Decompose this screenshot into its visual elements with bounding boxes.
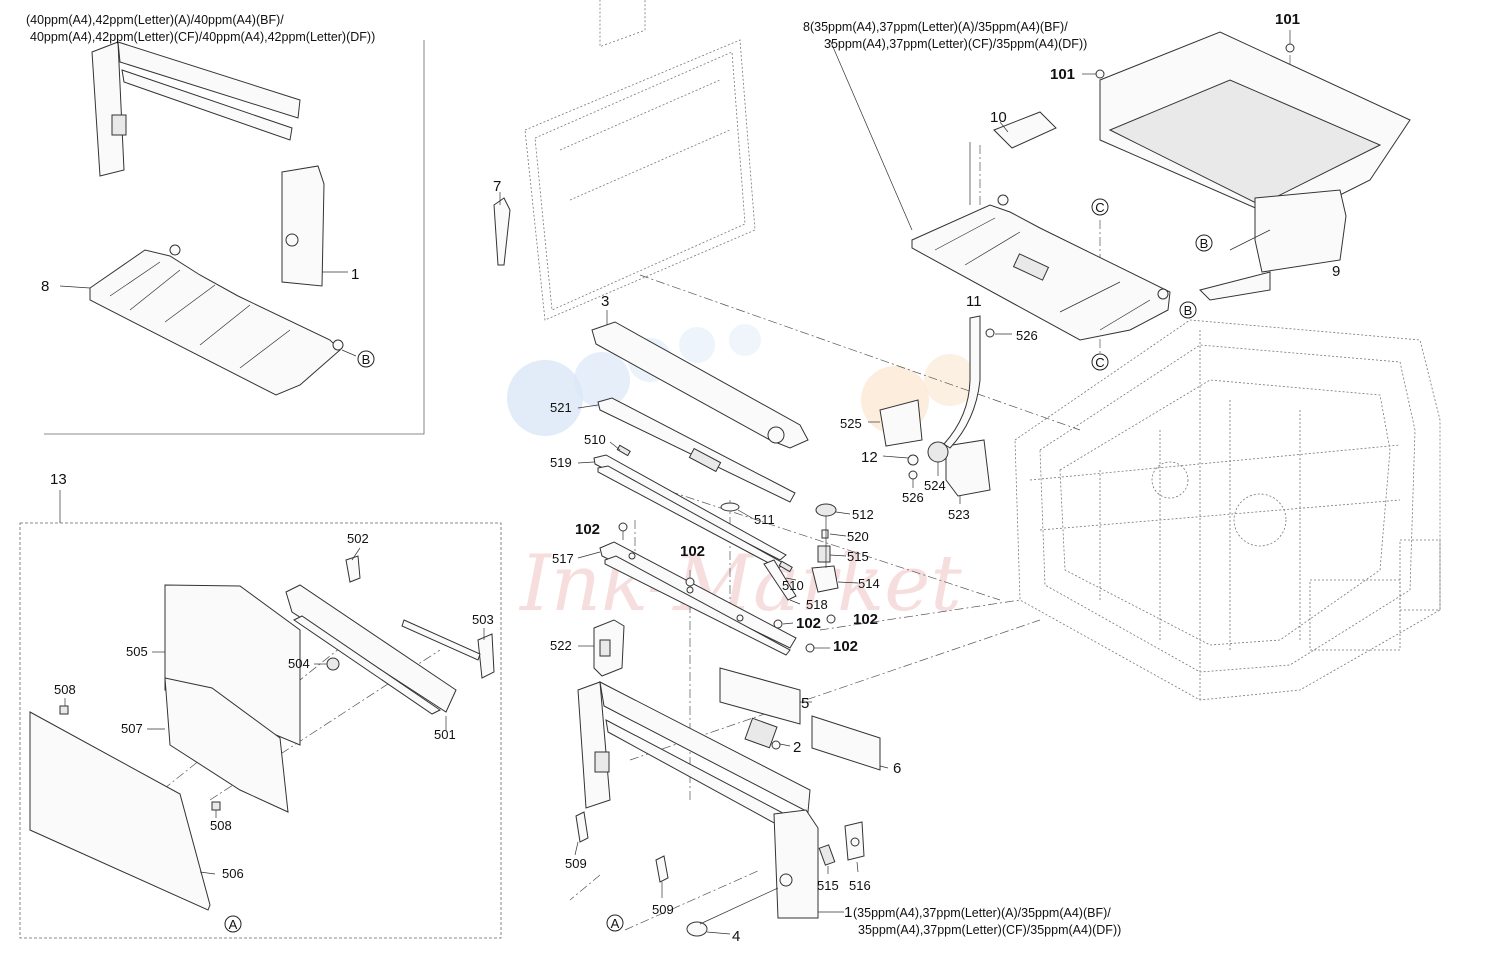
part-labels: 1 8 7 3 521 510 519 511 512 520 515 514 … [41,11,1340,945]
part-label-10: 10 [990,109,1007,126]
part-label-525: 525 [840,416,862,431]
part-2-latch [744,717,791,750]
part-label-503: 503 [472,612,494,627]
ref-c-label: C [1095,355,1104,370]
note-bottom-1: (35ppm(A4),37ppm(Letter)(A)/35ppm(A4)(BF… [853,906,1111,920]
part-label-9: 9 [1332,263,1340,280]
part-label-501: 501 [434,727,456,742]
part-label-508b: 508 [210,818,232,833]
part-label-1: 1 [351,266,359,283]
part-label-520: 520 [847,529,869,544]
part-label-522: 522 [550,638,572,653]
note-top-left-2: 40ppm(A4),42ppm(Letter)(CF)/40ppm(A4),42… [30,30,375,44]
part-label-3: 3 [601,293,609,310]
ref-a-label: A [611,916,620,931]
part-label-516: 516 [849,878,871,893]
part-511-pad [720,502,753,519]
part-label-508: 508 [54,682,76,697]
output-tray-variant-40ppm [59,244,357,396]
parts-512-520-515-514-stack [763,503,859,605]
part-label-526: 526 [902,490,924,505]
part-label-102b: 102 [680,543,705,560]
part-label-6: 6 [893,760,901,777]
part-label-521: 521 [550,400,572,415]
part-label-523: 523 [948,507,970,522]
part-label-101: 101 [1050,66,1075,83]
part-10-lid [969,111,1057,205]
part-label-506: 506 [222,866,244,881]
ref-b-label: B [1200,236,1209,251]
part-label-517: 517 [552,551,574,566]
part-label-11: 11 [966,293,982,310]
ref-a-label: A [229,917,238,932]
part-label-102e: 102 [833,638,858,655]
assembly-13-parts [29,547,495,911]
assembly-13-box [19,490,502,939]
part-label-2: 2 [793,739,801,756]
part-label-515: 515 [847,549,869,564]
part-519-rail [577,441,787,569]
part-9-top-frame [1099,31,1411,301]
part-label-507: 507 [121,721,143,736]
part-label-504: 504 [288,656,310,671]
part-label-509b: 509 [652,902,674,917]
part-label-8: 8 [41,278,49,295]
variant-notes: (40ppm(A4),42ppm(Letter)(A)/40ppm(A4)(BF… [26,13,1121,937]
front-cover-35ppm [577,681,844,919]
front-cover-variant-40ppm [91,41,348,287]
screws-101 [1082,30,1295,79]
part-label-510b: 510 [782,578,804,593]
note-bottom-2: 35ppm(A4),37ppm(Letter)(CF)/35ppm(A4)(DF… [858,923,1121,937]
ref-c-label: C [1095,200,1104,215]
ref-b-label: B [362,352,371,367]
part-label-519: 519 [550,455,572,470]
parts-515-516-lower [818,821,865,874]
part-label-102: 102 [575,521,600,538]
part-label-5: 5 [801,695,809,712]
part-label-515b: 515 [817,878,839,893]
part-label-518: 518 [806,597,828,612]
part-label-4: 4 [732,928,740,945]
machine-main-frame [1014,319,1441,701]
part-label-7: 7 [493,178,501,195]
machine-side-panel-ghost [524,0,756,321]
part-label-1b: 1 [844,904,852,921]
part-label-101b: 101 [1275,11,1300,28]
part-4-knob [686,887,779,937]
part-label-511: 511 [754,512,775,527]
part-label-514: 514 [858,576,880,591]
part-11-arm [943,315,1012,449]
note-top-right-1: 8(35ppm(A4),37ppm(Letter)(A)/35ppm(A4)(B… [803,20,1068,34]
part-label-502: 502 [347,531,369,546]
part-label-505: 505 [126,644,148,659]
note-top-right-2: 35ppm(A4),37ppm(Letter)(CF)/35ppm(A4)(DF… [824,37,1087,51]
part-label-512: 512 [852,507,874,522]
part-label-509: 509 [565,856,587,871]
part-label-524: 524 [924,478,946,493]
reference-markers: B C B B C A A [224,198,1213,933]
part-label-13: 13 [50,471,67,488]
part-3-top-strip [591,310,809,449]
part-522-bracket [578,619,625,677]
ref-b-label: B [1184,303,1193,318]
part-label-12: 12 [861,449,878,466]
part-517-lower-rail [577,541,797,656]
part-5-sheet [719,667,812,725]
part-521-plate [577,397,796,503]
part-6-sheet [811,715,889,771]
part-label-102d: 102 [853,611,878,628]
part-label-526b: 526 [1016,328,1038,343]
gear-assembly-523-526 [868,399,991,504]
screws-102 [618,522,836,653]
part-label-102c: 102 [796,615,821,632]
part-509-hinges [574,811,669,898]
part-label-510: 510 [584,432,606,447]
top-left-variant-box [44,40,425,435]
part-7-lever [493,192,511,266]
note-top-left-1: (40ppm(A4),42ppm(Letter)(A)/40ppm(A4)(BF… [26,13,284,27]
output-tray-35ppm [829,39,1171,341]
